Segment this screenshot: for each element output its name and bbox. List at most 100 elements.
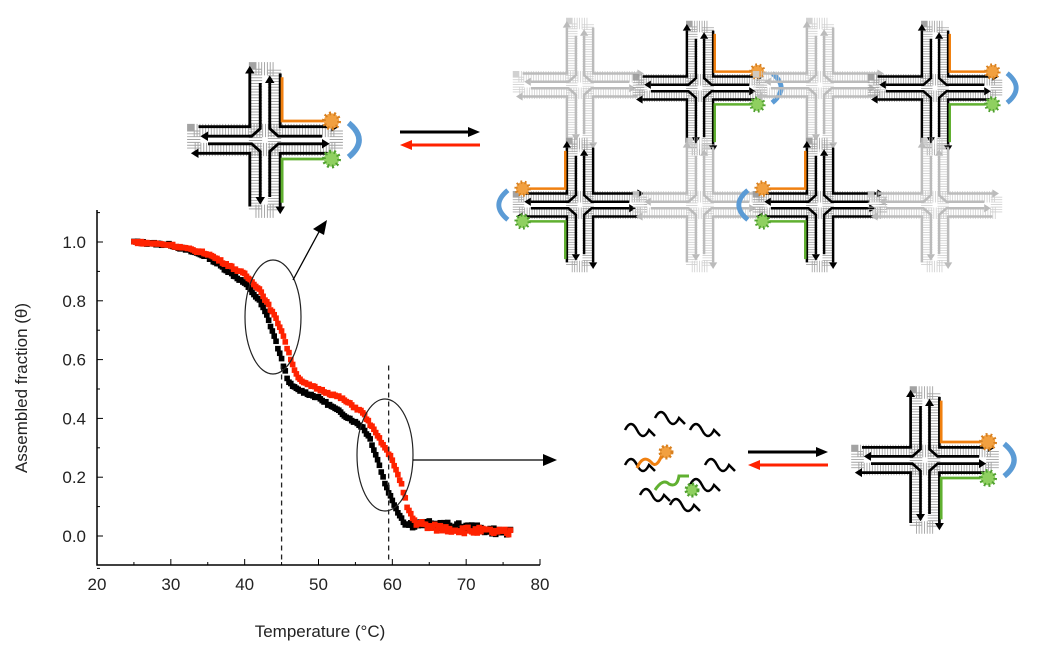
arrowhead-icon (691, 254, 700, 261)
strand-icon (688, 422, 721, 438)
data-point (365, 417, 372, 424)
base-pairs (686, 20, 714, 156)
arrowhead-icon (400, 140, 412, 150)
arrowhead-icon (811, 254, 820, 261)
strand (762, 147, 809, 195)
data-point (228, 263, 235, 270)
strand (861, 396, 912, 449)
data-point (398, 480, 405, 487)
base-pairs (512, 191, 648, 219)
arrowhead-icon (869, 204, 876, 213)
arrowhead-icon (636, 95, 643, 104)
data-point (406, 507, 412, 514)
data-point (391, 502, 397, 508)
base-pairs (248, 62, 282, 218)
strand (642, 98, 689, 146)
data-point (502, 526, 508, 533)
orange-strand (635, 451, 665, 469)
data-point (273, 315, 279, 321)
arrowhead-icon (984, 204, 991, 213)
data-point (387, 492, 394, 499)
data-point (258, 301, 265, 308)
data-point (260, 304, 266, 311)
data-point (393, 466, 399, 473)
arrowhead-icon (764, 77, 771, 86)
donor-dye-icon (514, 180, 531, 197)
base-pairs (806, 17, 834, 153)
strand (591, 27, 638, 75)
data-point (271, 311, 277, 318)
strand (582, 87, 630, 135)
arrowhead-icon (916, 514, 925, 522)
strand (946, 98, 993, 146)
strand (762, 95, 809, 143)
data-point (278, 328, 285, 334)
data-point (380, 441, 386, 448)
data-point (323, 398, 329, 405)
data-point (411, 517, 418, 523)
base-pairs (632, 74, 768, 102)
data-point (256, 286, 263, 292)
data-point (487, 526, 493, 533)
strand (946, 215, 993, 263)
data-point (446, 525, 453, 532)
data-point (361, 411, 368, 418)
arrowhead-icon (245, 65, 255, 74)
acceptor-dye-icon (984, 96, 1001, 113)
orange-strand (280, 77, 324, 123)
strand (702, 90, 750, 138)
strand (650, 207, 698, 255)
base-pairs (921, 137, 949, 273)
data-point (217, 257, 224, 263)
arrowhead-icon (629, 84, 636, 93)
data-point (282, 339, 289, 345)
strand (885, 207, 933, 255)
data-point (468, 522, 475, 528)
fret-arrow-icon (736, 188, 750, 222)
arrowhead-icon (629, 204, 636, 213)
arrowhead-icon (700, 149, 709, 156)
arrowhead-icon (926, 254, 935, 261)
strand (522, 27, 569, 75)
orange-strand (948, 33, 986, 73)
arrowhead-icon (984, 87, 991, 96)
data-point (284, 345, 290, 352)
strand (198, 73, 252, 129)
data-point (422, 521, 429, 528)
data-point (387, 452, 394, 459)
strand (522, 95, 569, 143)
data-point (376, 435, 383, 441)
data-point (280, 333, 287, 339)
green-strand (769, 220, 807, 260)
data-point (286, 349, 292, 356)
data-point (275, 320, 281, 327)
dna-tile-icon (632, 137, 768, 273)
x-tick-label: 40 (235, 575, 254, 594)
dna-tile-icon (632, 20, 784, 156)
data-point (395, 471, 401, 478)
data-point (444, 519, 451, 526)
data-point (267, 323, 274, 330)
y-tick-label: 1.0 (62, 233, 86, 252)
strand (642, 30, 689, 78)
data-point (443, 524, 449, 530)
fret-arrow-icon (496, 188, 510, 222)
donor-dye-icon (984, 63, 1001, 80)
data-point (262, 308, 268, 315)
data-point (389, 497, 396, 504)
base-pairs (632, 191, 768, 219)
strand-icon (668, 497, 701, 513)
strand (885, 38, 933, 86)
fret-arrow-icon (1005, 71, 1019, 105)
arrowhead-icon (756, 92, 763, 101)
strand (928, 405, 980, 458)
x-axis-title: Temperature (°C) (255, 622, 386, 641)
data-point (360, 424, 366, 430)
arrowhead-icon (820, 149, 829, 156)
data-point (431, 521, 438, 528)
data-point (264, 312, 270, 318)
base-pairs (566, 137, 594, 273)
strand (831, 27, 878, 75)
